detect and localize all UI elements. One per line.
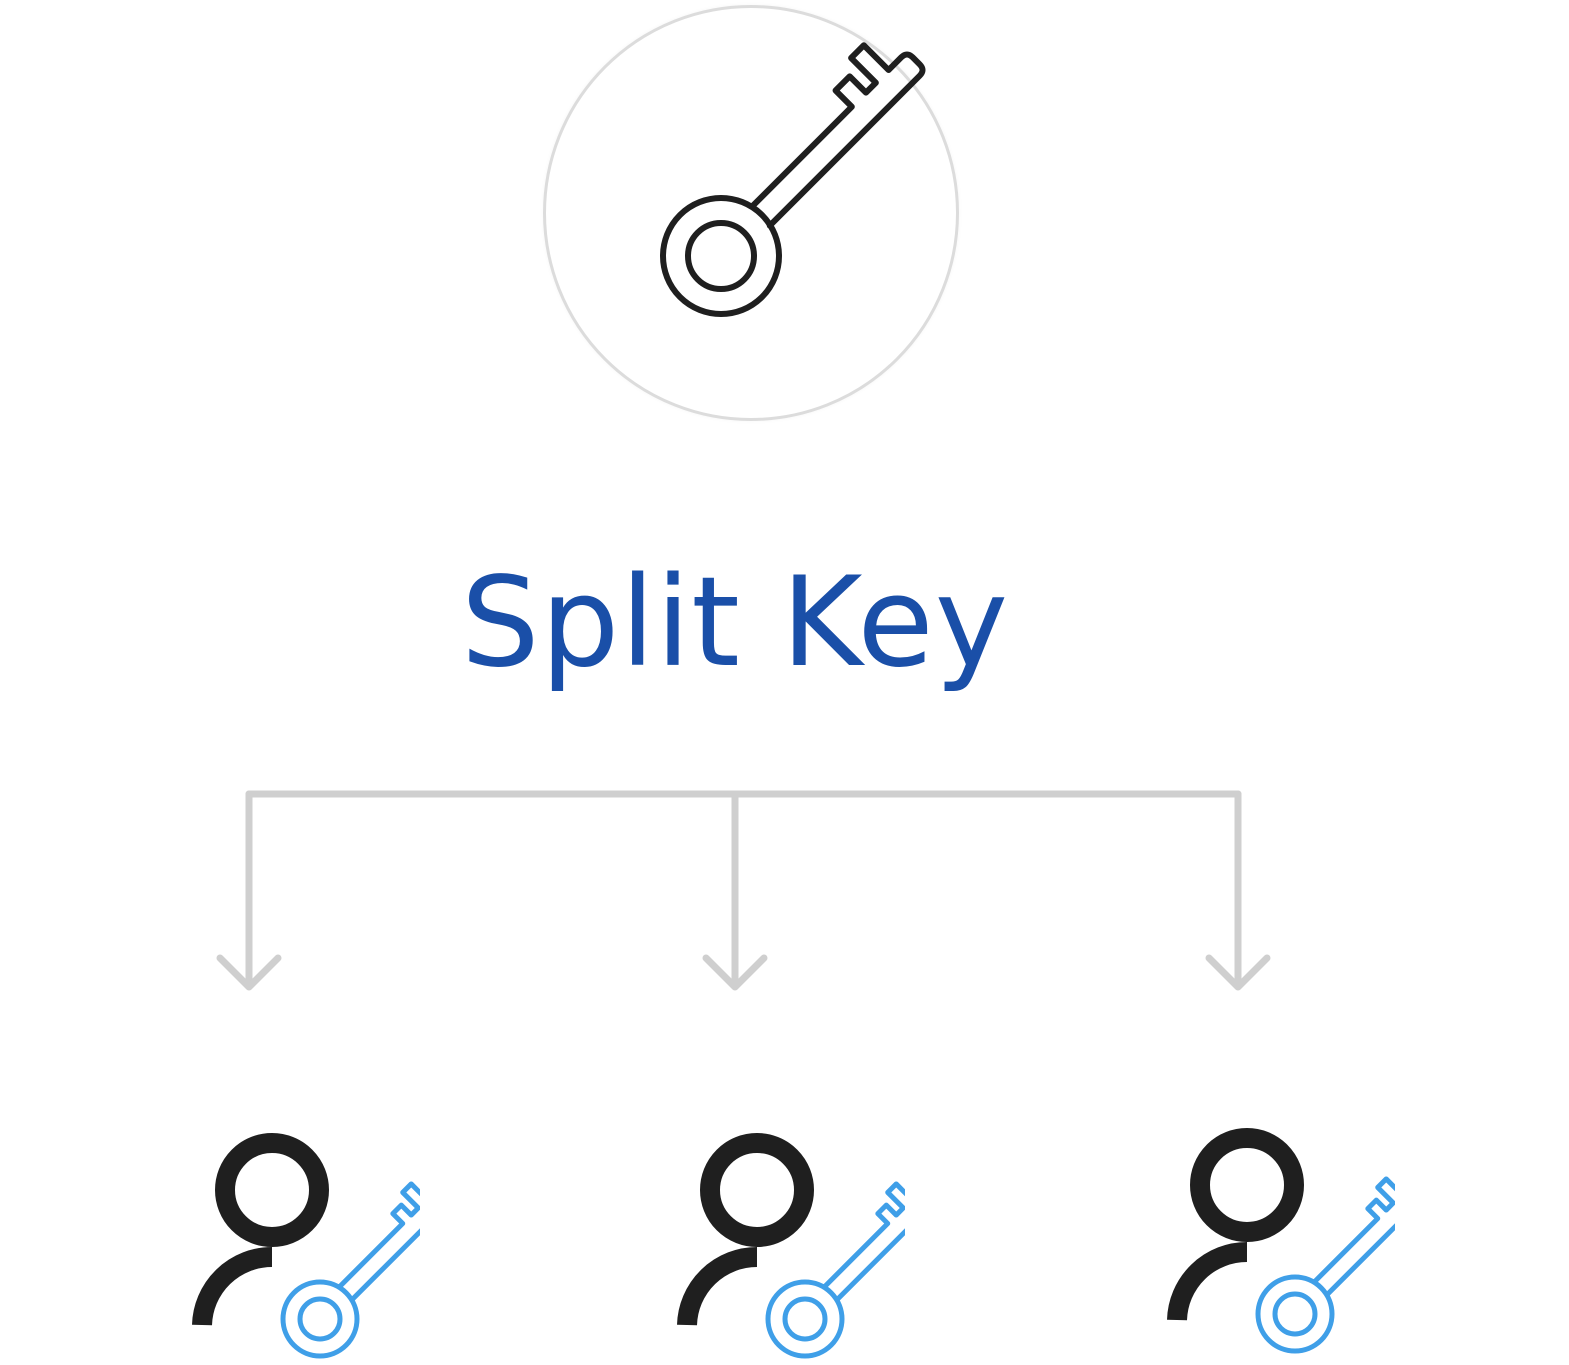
arrowhead-left — [216, 954, 282, 991]
user-with-key-icon — [192, 1133, 420, 1359]
master-key-circle — [543, 5, 959, 421]
key-holder-1 — [180, 1125, 420, 1365]
user-with-key-icon — [677, 1133, 905, 1359]
arrowhead-middle — [702, 954, 768, 991]
diagram-title: Split Key — [460, 551, 1010, 695]
key-holder-2 — [665, 1125, 905, 1365]
user-with-key-icon — [1167, 1128, 1395, 1354]
key-holder-3 — [1155, 1120, 1395, 1360]
arrowhead-right — [1205, 954, 1271, 991]
key-icon — [660, 42, 926, 317]
